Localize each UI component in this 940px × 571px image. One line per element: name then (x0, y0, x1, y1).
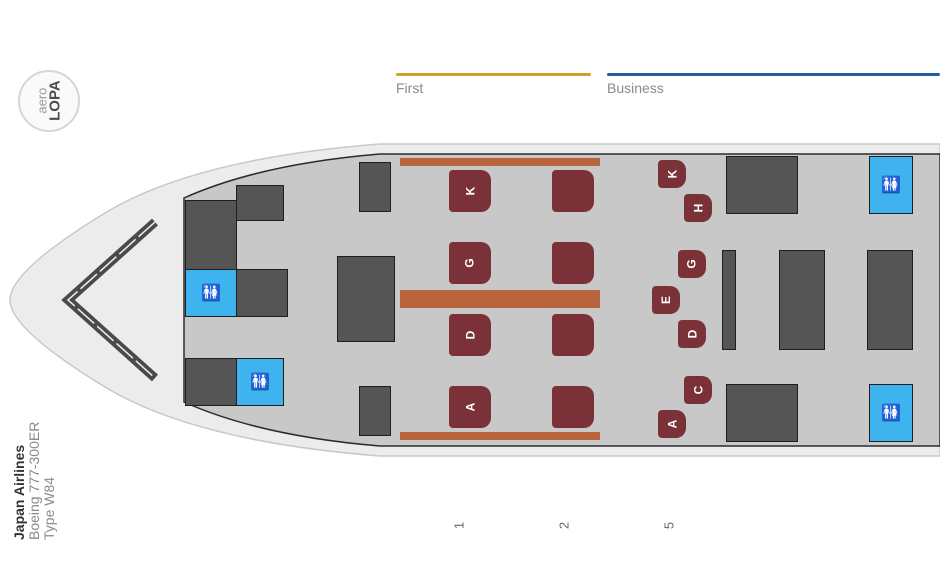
closet-forward (337, 256, 395, 342)
logo-text-lopa: LOPA (46, 80, 64, 122)
galley-mid-lower (726, 384, 798, 442)
seat-5G[interactable]: G (678, 250, 706, 278)
lavatory-mid-lower: 🚻 (869, 384, 913, 442)
seat-2A[interactable] (552, 386, 594, 428)
aerolopa-logo-circle (18, 70, 80, 132)
first-class-bar (396, 73, 591, 76)
lavatory-mid-upper: 🚻 (869, 156, 913, 214)
galley-nose-upper-right (236, 185, 284, 221)
lavatory-icon: 🚻 (250, 374, 270, 391)
galley-nose-lower (185, 358, 237, 406)
seat-1D[interactable]: D (449, 314, 491, 356)
row-number-2: 2 (556, 521, 572, 530)
seat-5E[interactable]: E (652, 286, 680, 314)
seat-2D[interactable] (552, 314, 594, 356)
first-suite-panel-center (400, 290, 600, 308)
galley-nose-upper (185, 200, 237, 270)
business-class-label: Business (607, 80, 664, 96)
seat-1K[interactable]: K (449, 170, 491, 212)
closet-forward-upper (359, 162, 391, 212)
galley-mid-upper (726, 156, 798, 214)
seat-5H[interactable]: H (684, 194, 712, 222)
row-number-5: 5 (661, 521, 677, 530)
seat-1G[interactable]: G (449, 242, 491, 284)
seat-2K[interactable] (552, 170, 594, 212)
row-number-1: 1 (451, 521, 467, 530)
galley-mid-center-2 (779, 250, 825, 350)
seat-2G[interactable] (552, 242, 594, 284)
lavatory-icon: 🚻 (201, 285, 221, 302)
galley-mid-center-1 (722, 250, 736, 350)
aerolopa-logo: aero LOPA (18, 70, 80, 132)
lavatory-nose-2: 🚻 (236, 358, 284, 406)
galley-mid-center-3 (867, 250, 913, 350)
seat-1A[interactable]: A (449, 386, 491, 428)
lavatory-icon: 🚻 (881, 177, 901, 194)
first-suite-panel-top (400, 158, 600, 166)
closet-forward-lower (359, 386, 391, 436)
business-class-bar (607, 73, 940, 76)
galley-nose-mid (236, 269, 288, 317)
seat-5A[interactable]: A (658, 410, 686, 438)
seat-5C[interactable]: C (684, 376, 712, 404)
lavatory-icon: 🚻 (881, 405, 901, 422)
first-suite-panel-bottom (400, 432, 600, 440)
seat-5K[interactable]: K (658, 160, 686, 188)
seat-5D[interactable]: D (678, 320, 706, 348)
first-class-label: First (396, 80, 424, 96)
lavatory-nose-1: 🚻 (185, 269, 237, 317)
